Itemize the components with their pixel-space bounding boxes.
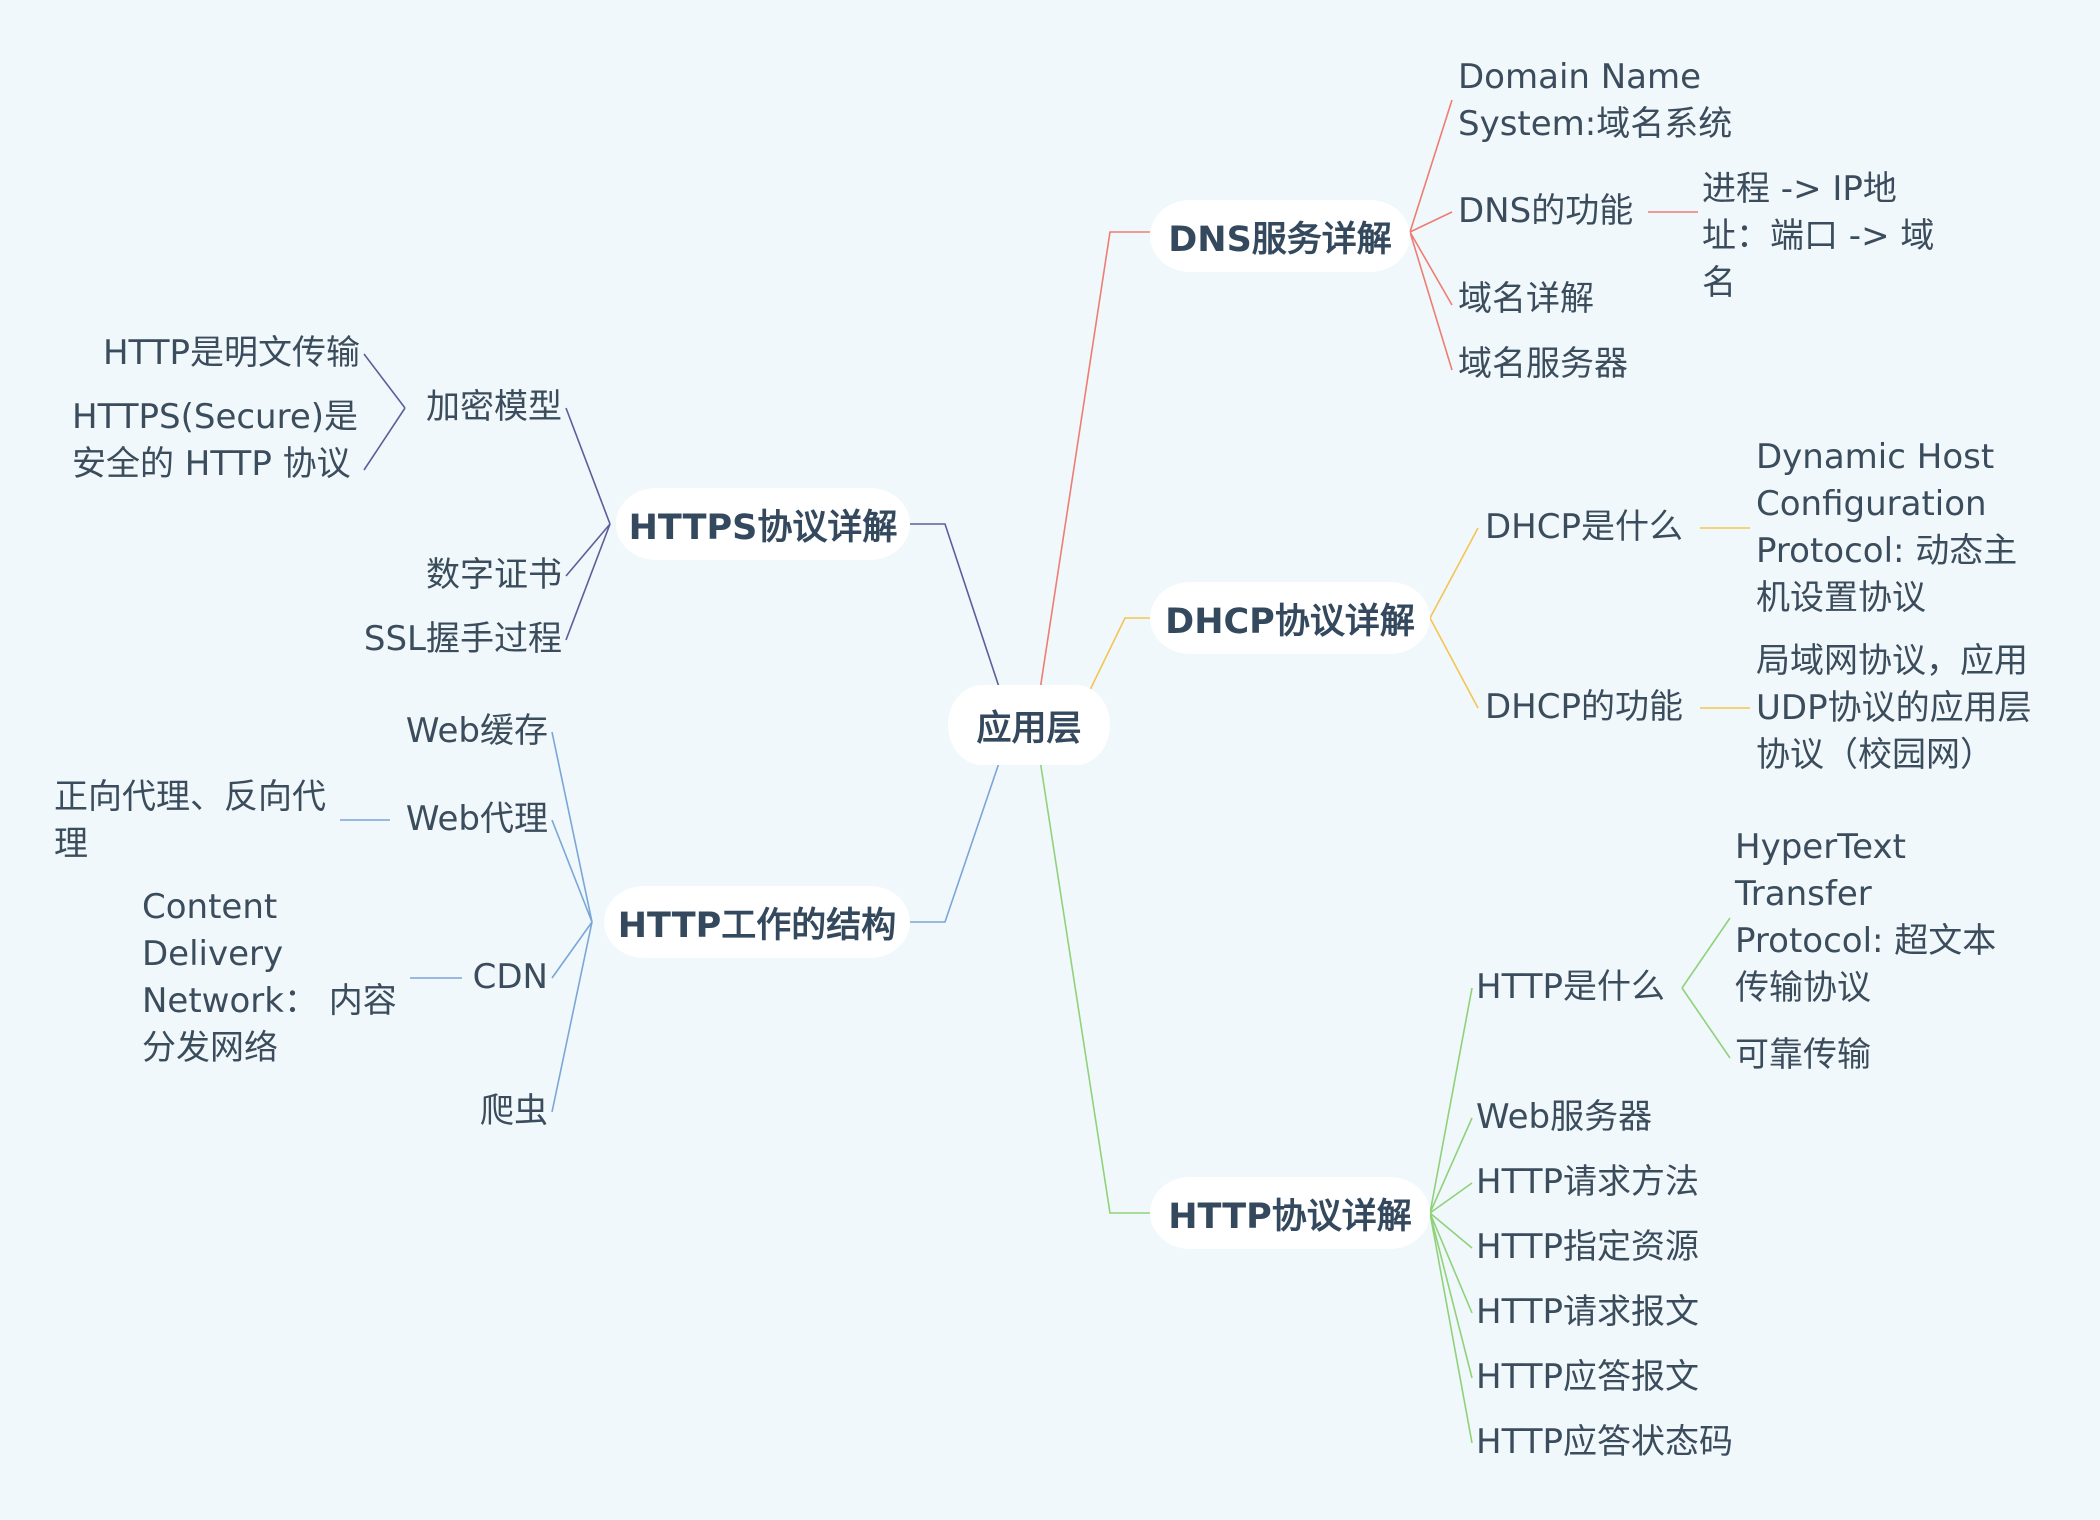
dhcp-function-detail[interactable]: 局域网协议，应用UDP协议的应用层协议（校园网） [1756,641,2032,775]
wire-http-3 [1429,1182,1473,1214]
http-what[interactable]: HTTP是什么 [1476,967,1666,1007]
dns-function[interactable]: DNS的功能 [1458,191,1634,231]
wire-http-4 [1429,1212,1473,1249]
dhcp-what[interactable]: DHCP是什么 [1485,507,1683,547]
wire-structure-3 [551,921,593,979]
https-secure[interactable]: HTTPS(Secure)是安全的 HTTP 协议 [72,397,359,484]
structure-crawler[interactable]: 爬虫 [480,1091,548,1131]
structure-web-cache[interactable]: Web缓存 [405,711,548,751]
http-request-message[interactable]: HTTP请求报文 [1476,1292,1700,1332]
wire-http-6 [1429,1212,1473,1379]
wire-http-what-2 [1681,987,1731,1059]
wire-https-enc-1 [363,353,406,409]
wire-structure-1 [551,731,593,923]
http-specify-resource[interactable]: HTTP指定资源 [1476,1227,1700,1267]
branch-dns[interactable]: DNS服务详解 [1150,200,1410,272]
wire-https-enc-2 [363,407,406,471]
https-ssl-handshake[interactable]: SSL握手过程 [363,619,562,659]
wire-dns-2 [1409,211,1453,233]
wire-root-structure [910,759,1001,923]
wire-https-2 [565,523,611,577]
wire-root-https [910,523,1001,691]
wire-https-1 [565,407,611,525]
wire-root-dns [1039,231,1150,691]
dns-domain-name-system[interactable]: Domain Name System:域名系统 [1458,57,1733,144]
branch-http[interactable]: HTTP协议详解 [1150,1177,1430,1249]
wire-http-1 [1429,987,1473,1214]
branch-https[interactable]: HTTPS协议详解 [616,488,910,560]
wire-dhcp-2 [1429,617,1479,709]
dhcp-function[interactable]: DHCP的功能 [1485,687,1683,727]
http-request-method[interactable]: HTTP请求方法 [1476,1162,1700,1202]
http-status-code[interactable]: HTTP应答状态码 [1476,1422,1734,1462]
structure-proxy-detail[interactable]: 正向代理、反向代理 [54,777,326,864]
wire-http-2 [1429,1117,1473,1214]
https-encryption-model[interactable]: 加密模型 [426,387,562,427]
wire-https-3 [565,523,611,641]
https-certificate[interactable]: 数字证书 [426,555,562,595]
wire-http-5 [1429,1212,1473,1314]
http-what-detail[interactable]: HyperText Transfer Protocol: 超文本传输协议 [1735,827,1997,1008]
wire-dns-4 [1409,231,1453,371]
wire-dhcp-1 [1429,527,1479,619]
dhcp-what-detail[interactable]: Dynamic Host Configuration Protocol: 动态主… [1756,437,2018,618]
wire-dns-1 [1409,99,1453,233]
dns-domain-server[interactable]: 域名服务器 [1458,344,1628,384]
dns-function-detail[interactable]: 进程 -> IP地址：端口 -> 域名 [1702,169,1935,303]
http-response-message[interactable]: HTTP应答报文 [1476,1357,1700,1397]
wire-root-dhcp [1089,617,1150,691]
structure-cdn[interactable]: CDN [472,957,548,997]
wire-structure-2 [551,819,593,923]
wire-http-7 [1429,1212,1473,1444]
wire-root-http [1039,759,1150,1214]
http-reliable[interactable]: 可靠传输 [1735,1035,1871,1075]
wire-structure-4 [551,921,593,1113]
dns-domain-explain[interactable]: 域名详解 [1458,279,1594,319]
branch-dhcp[interactable]: DHCP协议详解 [1150,582,1430,654]
structure-web-proxy[interactable]: Web代理 [405,799,548,839]
https-plaintext[interactable]: HTTP是明文传输 [102,333,360,373]
branch-http-structure[interactable]: HTTP工作的结构 [604,886,910,958]
http-web-server[interactable]: Web服务器 [1476,1097,1653,1137]
wire-dns-3 [1409,231,1453,306]
root-node[interactable]: 应用层 [948,685,1110,765]
wire-http-what-1 [1681,917,1731,989]
structure-cdn-detail[interactable]: Content Delivery Network： 内容分发网络 [142,887,397,1068]
